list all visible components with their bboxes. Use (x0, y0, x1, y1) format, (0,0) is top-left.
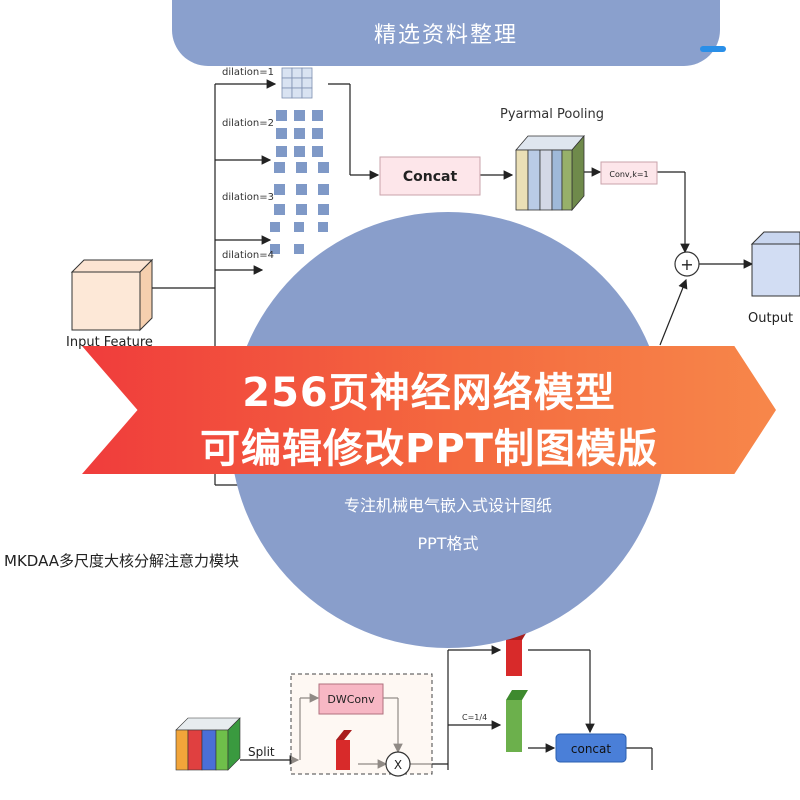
banner-title-line1: 256页神经网络模型 (242, 370, 616, 416)
header-accent (700, 46, 726, 52)
split-input-stack (175, 717, 241, 771)
concat-bottom-box (555, 733, 627, 763)
red-feature-bar (336, 730, 352, 770)
dilation-grid-3 (274, 162, 329, 215)
input-feature-cube (70, 258, 154, 332)
split-label: Split (248, 745, 275, 759)
concat-box (379, 156, 481, 196)
dilation-grid-1 (281, 67, 313, 99)
subtitle-line2: PPT格式 (417, 534, 479, 553)
dwconv-box (318, 683, 384, 715)
concat-label: Concat (403, 169, 458, 185)
output-cube (750, 231, 800, 297)
multiply-label: X (394, 758, 402, 772)
concat-bottom-label: concat (571, 742, 611, 756)
dilation-label-3: dilation=3 (222, 192, 274, 203)
dilation-grid-4 (270, 222, 328, 254)
banner-title-line2: 可编辑修改PPT制图模版 (200, 426, 658, 472)
plus-label: + (680, 255, 693, 274)
conv-box (600, 161, 658, 185)
subtitle-line1: 专注机械电气嵌入式设计图纸 (343, 496, 552, 515)
pooling-stack (515, 134, 585, 212)
header-label: 精选资料整理 (373, 23, 518, 48)
green-output-bar (506, 690, 528, 752)
dilation-grid-2 (276, 110, 323, 157)
dwconv-label: DWConv (327, 693, 375, 706)
dilation-label-2: dilation=2 (222, 118, 274, 129)
multiply-node (385, 751, 411, 777)
plus-node (674, 251, 700, 277)
ratio-label: C=1/4 (462, 713, 487, 722)
pooling-label: Pyarmal Pooling (500, 107, 604, 122)
module-caption: MKDAA多尺度大核分解注意力模块 (4, 552, 240, 570)
output-label: Output (748, 311, 793, 326)
dilation-label-1: dilation=1 (222, 67, 274, 78)
conv-label: Conv,k=1 (609, 170, 648, 179)
promo-banner (82, 346, 776, 474)
header-pill: 精选资料整理 (172, 0, 720, 66)
dilation-label-4: dilation=4 (222, 250, 274, 261)
